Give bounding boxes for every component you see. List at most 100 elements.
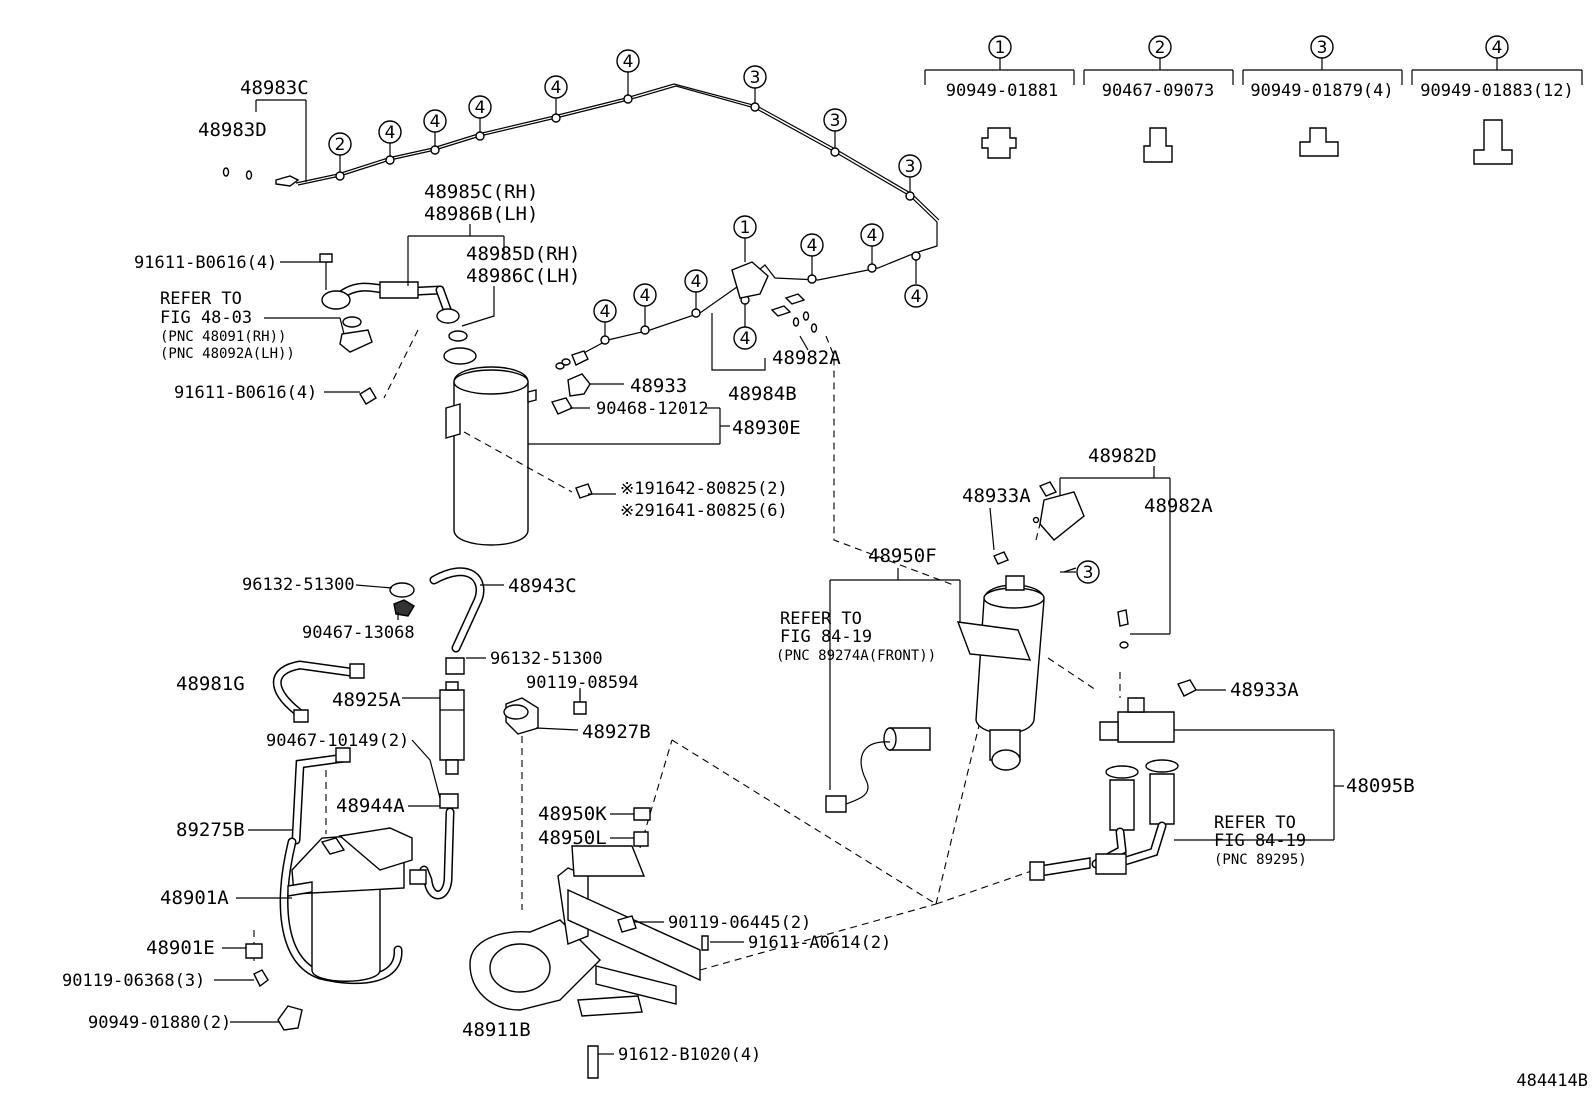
label-48986B: 48986B(LH) bbox=[424, 203, 538, 225]
height-sensor bbox=[825, 727, 931, 813]
marker-num: 2 bbox=[335, 135, 346, 155]
label-291641: ※291641-80825(6) bbox=[620, 501, 788, 521]
label-90467-13068: 90467-13068 bbox=[302, 623, 415, 643]
marker-num: 3 bbox=[830, 111, 841, 131]
legend-part: 90949-01881 bbox=[946, 81, 1059, 101]
labels: 48983C 48983D 48985C(RH) 48986B(LH) 4898… bbox=[62, 77, 1588, 1091]
label-48933: 48933 bbox=[630, 375, 687, 397]
bolt bbox=[550, 397, 574, 415]
clamp bbox=[567, 373, 591, 397]
legend-marker bbox=[988, 35, 1012, 59]
label-91611-top: 91611-B0616(4) bbox=[134, 253, 277, 273]
legend-marker bbox=[1148, 35, 1172, 59]
refer-84-19-front-line1: REFER TO bbox=[780, 609, 862, 629]
refer-48-03-line1: REFER TO bbox=[160, 289, 242, 309]
pipe-markers: 2 4 4 4 4 4 3 3 3 1 4 4 4 4 4 4 4 3 bbox=[328, 49, 1100, 584]
refer-48-03-line3: (PNC 48091(RH)) bbox=[160, 329, 286, 345]
refer-48-03-line4: (PNC 48092A(LH)) bbox=[160, 346, 295, 362]
accumulator-tank bbox=[359, 347, 593, 546]
label-48950K: 48950K bbox=[538, 803, 607, 825]
label-48911B: 48911B bbox=[462, 1019, 531, 1041]
label-91611-lower: 91611-B0616(4) bbox=[174, 383, 317, 403]
legend-part: 90467-09073 bbox=[1102, 81, 1215, 101]
marker-num: 4 bbox=[600, 302, 611, 322]
marker-num: 4 bbox=[475, 98, 486, 118]
fitting bbox=[571, 350, 589, 366]
marker-num: 4 bbox=[911, 287, 922, 307]
label-48983D: 48983D bbox=[198, 119, 267, 141]
label-90119-06368: 90119-06368(3) bbox=[62, 971, 205, 991]
marker-num: 4 bbox=[640, 286, 651, 306]
o-ring bbox=[245, 170, 253, 180]
upper-hose bbox=[319, 253, 468, 399]
compressor-48901A bbox=[245, 827, 427, 1031]
legend-num: 4 bbox=[1492, 38, 1503, 58]
mounting-bracket-48911B bbox=[469, 679, 1047, 1079]
upper-pipe bbox=[222, 83, 940, 356]
marker-num: 4 bbox=[551, 78, 562, 98]
label-48950F: 48950F bbox=[868, 545, 937, 567]
label-48982A-upper: 48982A bbox=[772, 347, 841, 369]
legend-marker bbox=[1310, 35, 1334, 59]
marker-num: 4 bbox=[807, 236, 818, 256]
filter-48925A bbox=[439, 681, 465, 775]
label-48901E: 48901E bbox=[146, 937, 215, 959]
label-90119-08594: 90119-08594 bbox=[526, 673, 639, 693]
refer-84-19-line2: FIG 84-19 bbox=[1214, 831, 1306, 851]
marker-num: 4 bbox=[867, 226, 878, 246]
marker-num: 4 bbox=[430, 112, 441, 132]
label-48984B: 48984B bbox=[728, 383, 797, 405]
label-90467-10149: 90467-10149(2) bbox=[266, 731, 409, 751]
legend-num: 1 bbox=[995, 38, 1006, 58]
label-48933A-top: 48933A bbox=[962, 485, 1031, 507]
leaders bbox=[214, 99, 1344, 1055]
legend: 1 2 3 4 90949-01881 90467-09073 90949-01… bbox=[924, 35, 1583, 165]
label-48983C: 48983C bbox=[240, 77, 309, 99]
label-90468: 90468-12012 bbox=[596, 399, 709, 419]
clip-icon bbox=[1143, 127, 1173, 163]
label-91611-A0614: 91611-A0614(2) bbox=[748, 933, 891, 953]
bracket-48927B bbox=[503, 690, 587, 735]
refer-84-19-line3: (PNC 89295) bbox=[1214, 852, 1307, 868]
label-48933A-lower: 48933A bbox=[1230, 679, 1299, 701]
marker-num: 4 bbox=[691, 272, 702, 292]
fitting bbox=[275, 175, 300, 187]
marker-num: 3 bbox=[905, 157, 916, 177]
label-96132-top: 96132-51300 bbox=[242, 575, 355, 595]
label-91612: 91612-B1020(4) bbox=[618, 1045, 761, 1065]
label-48982A-right: 48982A bbox=[1144, 495, 1213, 517]
label-48901A: 48901A bbox=[160, 887, 229, 909]
label-48095B: 48095B bbox=[1346, 775, 1415, 797]
marker-num: 4 bbox=[623, 52, 634, 72]
label-48950L: 48950L bbox=[538, 827, 607, 849]
marker-num: 4 bbox=[385, 123, 396, 143]
clip-icon bbox=[981, 127, 1017, 159]
label-48986C: 48986C(LH) bbox=[466, 265, 580, 287]
clip-icon bbox=[1473, 119, 1513, 165]
refer-84-19-line1: REFER TO bbox=[1214, 813, 1296, 833]
fitting bbox=[784, 293, 806, 305]
hose-48943C bbox=[389, 567, 485, 675]
label-48925A: 48925A bbox=[332, 689, 401, 711]
label-89275B: 89275B bbox=[176, 819, 245, 841]
reservoir-48950F bbox=[956, 481, 1097, 771]
label-48943C: 48943C bbox=[508, 575, 577, 597]
marker-num: 1 bbox=[740, 218, 751, 238]
label-90949-01880: 90949-01880(2) bbox=[88, 1013, 231, 1033]
figure-id: 484414B bbox=[1516, 1071, 1588, 1091]
pipe-bracket bbox=[731, 261, 769, 299]
label-48927B: 48927B bbox=[582, 721, 651, 743]
label-48985C: 48985C(RH) bbox=[424, 181, 538, 203]
o-ring bbox=[222, 167, 230, 177]
label-48944A: 48944A bbox=[336, 795, 405, 817]
label-90119-06445: 90119-06445(2) bbox=[668, 913, 811, 933]
label-48982D: 48982D bbox=[1088, 445, 1157, 467]
label-48985D: 48985D(RH) bbox=[466, 243, 580, 265]
label-96132-lower: 96132-51300 bbox=[490, 649, 603, 669]
marker-num: 3 bbox=[1083, 563, 1094, 583]
fitting bbox=[770, 305, 792, 317]
refer-84-19-front-line3: (PNC 89274A(FRONT)) bbox=[776, 648, 936, 664]
label-48930E: 48930E bbox=[732, 417, 801, 439]
